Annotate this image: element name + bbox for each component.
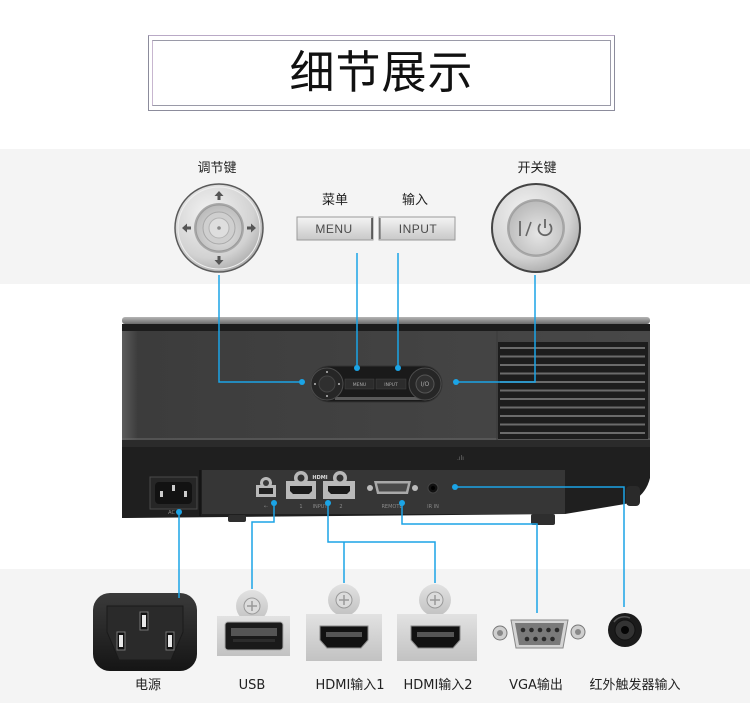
hdmi-port-icon	[306, 584, 382, 661]
projector-ac-inlet: AC IN	[149, 476, 198, 516]
title-frame-inner	[152, 40, 611, 106]
menu-label: 菜单	[322, 193, 348, 208]
hdmi-input-text: INPUT	[313, 504, 329, 510]
leader-lines	[176, 253, 625, 613]
power-button-icon	[491, 183, 581, 273]
port-label-power: 电源	[135, 678, 161, 693]
leader-dot	[452, 484, 458, 490]
input-button-text: INPUT	[399, 222, 438, 236]
power-key-label: 开关键	[517, 161, 556, 176]
port-label-vga: VGA输出	[509, 677, 563, 693]
adjust-joystick-icon	[174, 183, 264, 273]
leader-remote	[401, 503, 538, 613]
leader-hdmi	[327, 503, 436, 583]
input-button-icon: INPUT	[378, 216, 456, 241]
port-label-hdmi1: HDMI输入1	[315, 677, 384, 693]
projector-ir-jack: IR IN	[427, 482, 439, 510]
page-title: 细节展示	[289, 46, 474, 99]
arrow-left-icon	[182, 223, 191, 233]
port-label-usb: USB	[239, 678, 266, 693]
power-symbol-icon	[537, 223, 553, 237]
ir-in-text: IR IN	[427, 504, 439, 510]
port-label-ir: 红外触发器输入	[589, 677, 680, 693]
hdmi2-text: 2	[339, 504, 342, 510]
leader-dot	[325, 500, 331, 506]
svg-text:.ılı: .ılı	[457, 455, 464, 462]
leader-adjust	[218, 275, 302, 383]
input-label: 输入	[402, 192, 428, 208]
arrow-down-icon	[214, 256, 224, 265]
vgaport-icon	[492, 619, 586, 649]
vent-grille	[498, 342, 648, 439]
hdmi-logo-text: HDMI	[312, 475, 327, 481]
panel-input-text: INPUT	[384, 382, 398, 388]
leader-power	[456, 275, 536, 383]
arrow-up-icon	[214, 191, 224, 200]
leader-dot	[399, 500, 405, 506]
hdmi1-text: 1	[299, 504, 302, 510]
ir-jack-icon	[608, 613, 642, 647]
usb-port-icon	[217, 590, 290, 656]
ac-in-text: AC IN	[168, 510, 182, 516]
leader-dot	[176, 509, 182, 515]
projector-hdmi-ports: HDMI 1 INPUT 2	[286, 471, 355, 510]
projector-control-panel: MENU INPUT I/O	[310, 365, 443, 403]
svg-text:I/O: I/O	[421, 381, 430, 388]
leader-usb	[251, 503, 275, 589]
controls-band	[0, 149, 750, 284]
projector-image: MENU INPUT I/O AC IN ⇠	[122, 317, 650, 525]
leader-dot	[299, 379, 305, 385]
title-frame-outer	[148, 35, 615, 111]
menu-button-icon: MENU	[296, 216, 374, 241]
power-socket-icon	[93, 593, 197, 671]
remote-text: REMOTE	[381, 504, 402, 510]
panel-menu-text: MENU	[353, 382, 366, 388]
port-label-hdmi2: HDMI输入2	[403, 677, 472, 693]
leader-dot	[271, 500, 277, 506]
leader-dot	[395, 365, 401, 371]
leader-dot	[453, 379, 459, 385]
projector-remote-port: REMOTE	[367, 481, 418, 510]
svg-text:⇠: ⇠	[264, 504, 268, 510]
leader-ir	[455, 486, 625, 607]
projector-usb-port: ⇠	[256, 477, 276, 510]
leader-dot	[354, 365, 360, 371]
adjust-key-label: 调节键	[197, 161, 236, 176]
hdmi-port-icon	[397, 584, 477, 661]
menu-button-text: MENU	[315, 222, 352, 236]
arrow-right-icon	[247, 223, 256, 233]
